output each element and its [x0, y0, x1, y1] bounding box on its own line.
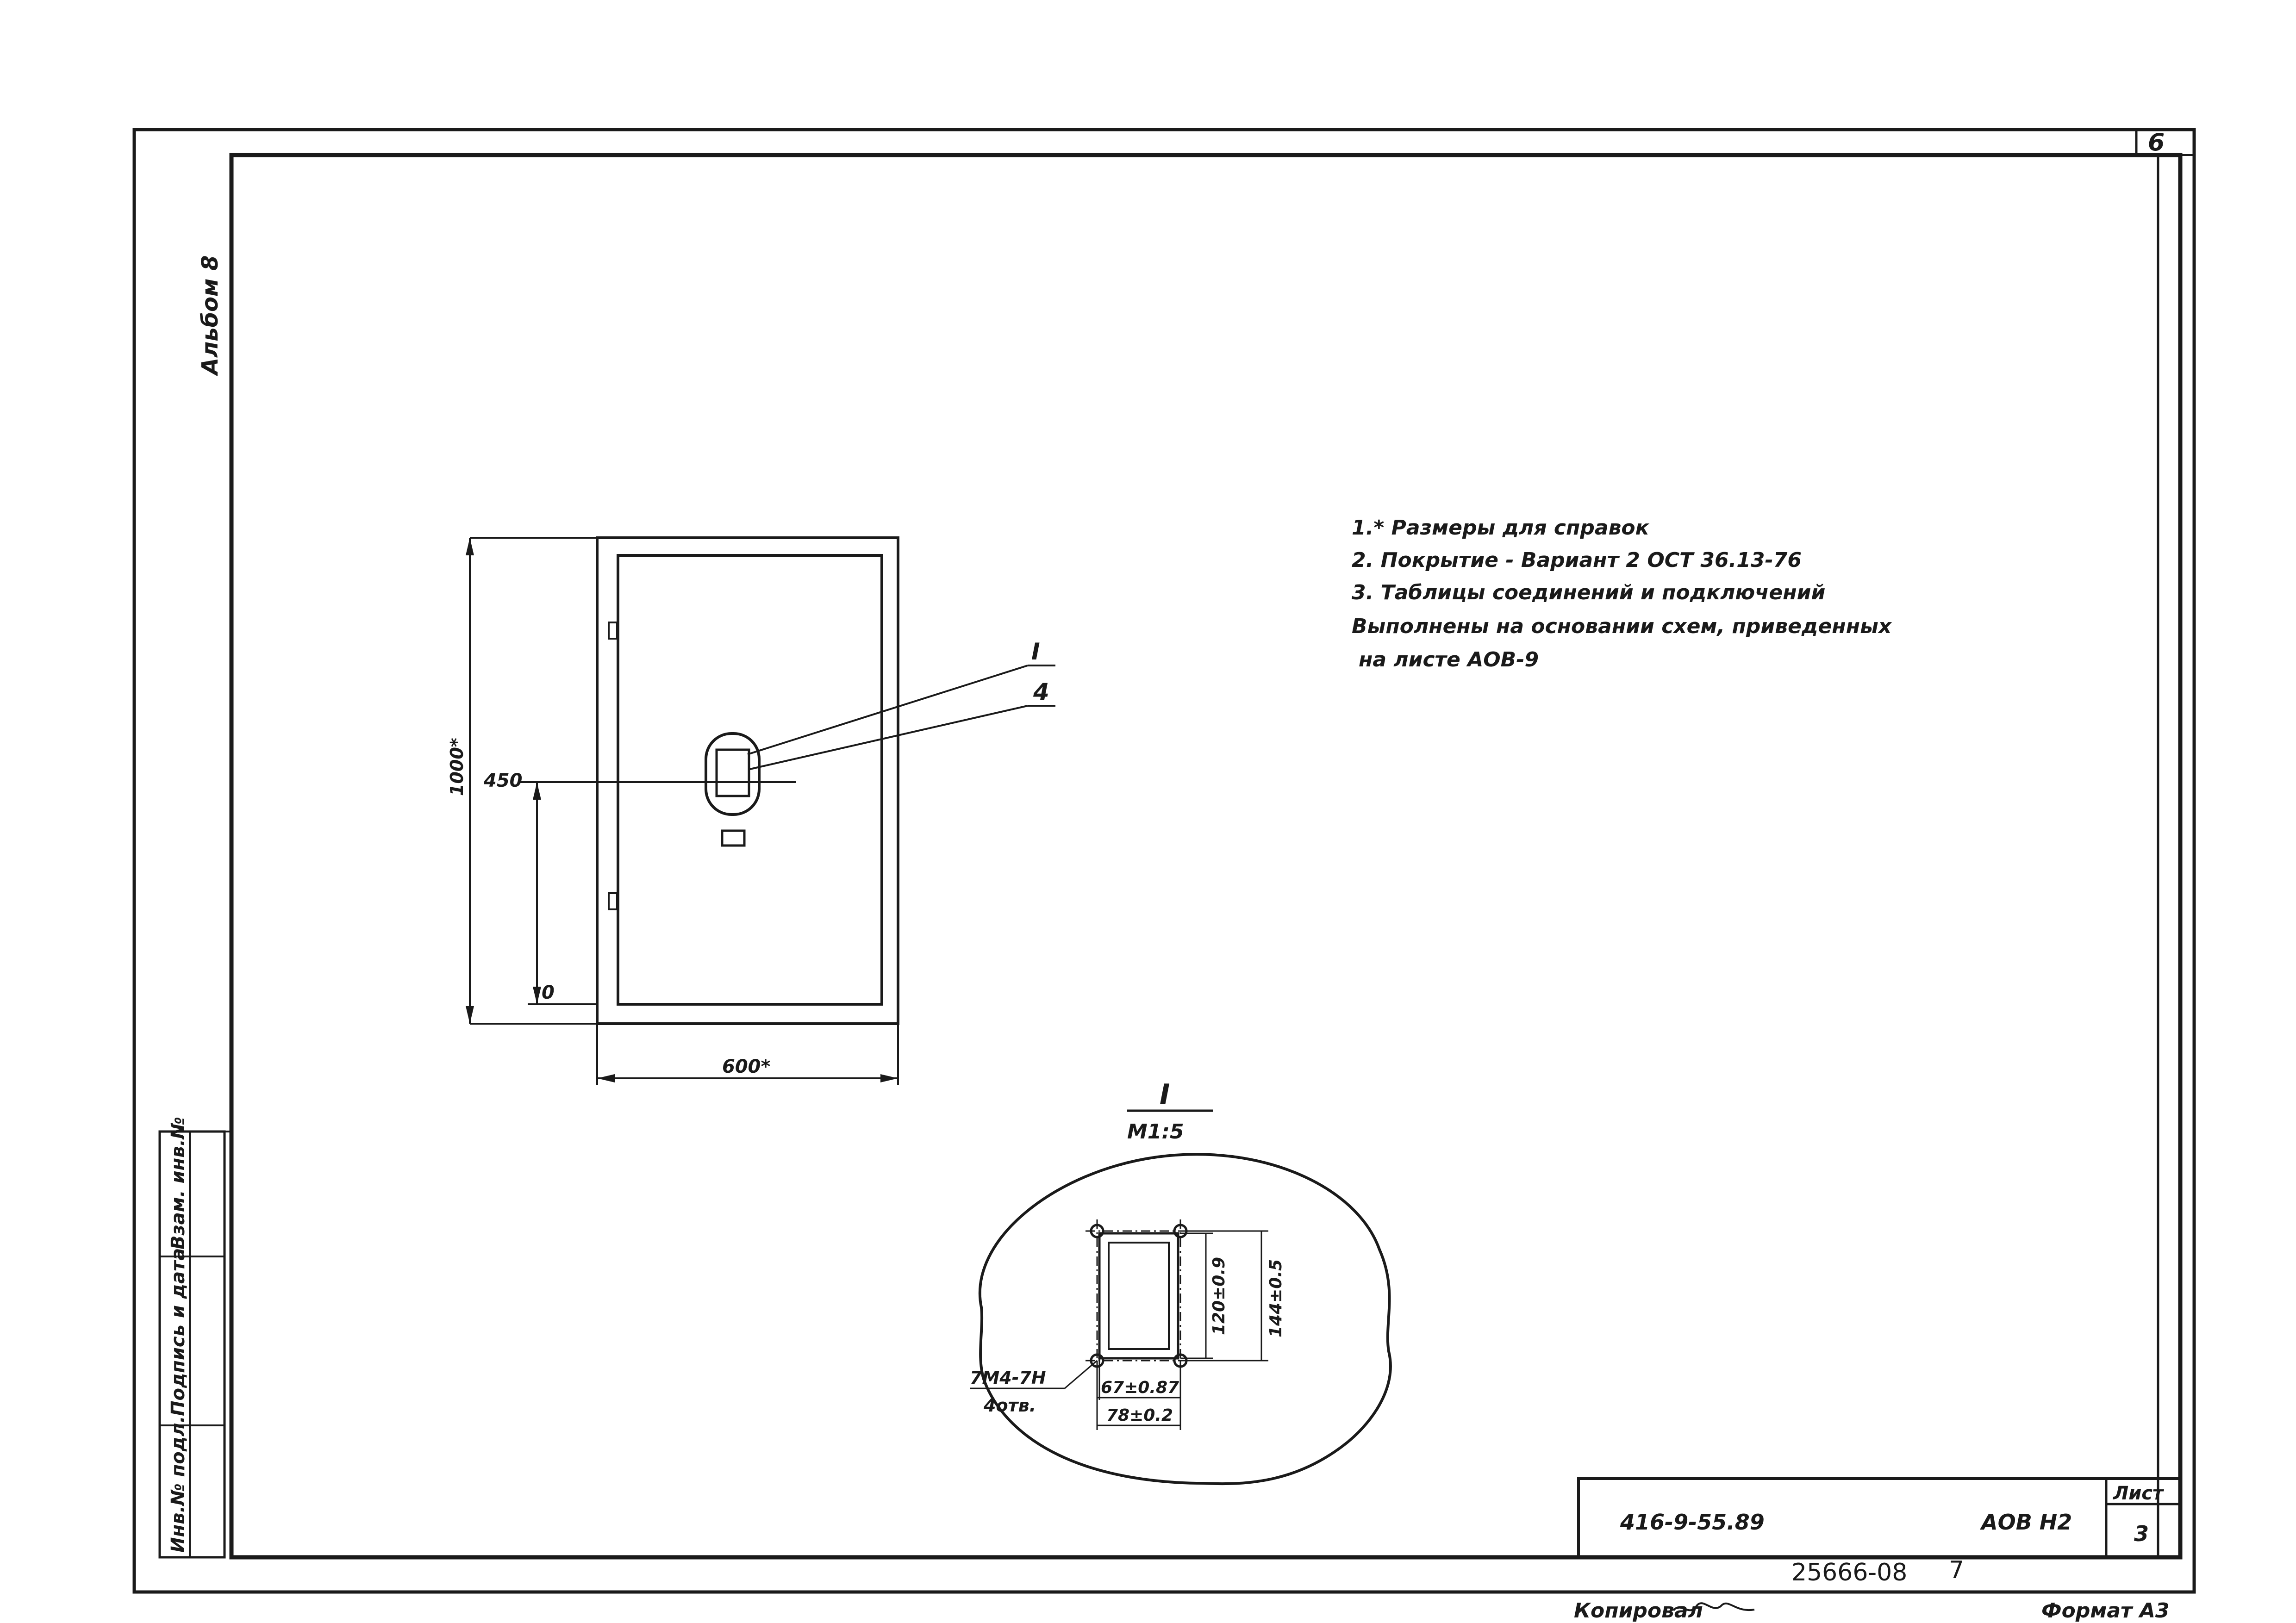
- drawing-id: АОВ Н2: [1980, 1510, 2072, 1535]
- detail-title: I: [1160, 1078, 1170, 1111]
- note-line-3: 3. Таблицы соединений и подключений: [1352, 581, 1825, 604]
- detail-scale: М1:5: [1127, 1120, 1184, 1144]
- sheet-frame: [132, 128, 2196, 1594]
- width-dimension-label: 600*: [722, 1056, 770, 1077]
- dim-outer-height: 144±0.5: [1267, 1259, 1285, 1337]
- callout-position-label: 4: [1033, 678, 1049, 705]
- copied-by: Копировал: [1574, 1599, 1703, 1623]
- note-line-2: 2. Покрытие - Вариант 2 ОСТ 36.13-76: [1352, 548, 1802, 572]
- detail-width-dimensions: [1096, 1358, 1181, 1430]
- document-code: 416-9-55.89: [1620, 1510, 1765, 1535]
- title-block: [1577, 1477, 2182, 1559]
- copied-by-signature: [1672, 1602, 1755, 1611]
- album-label: Альбом 8: [197, 255, 223, 377]
- stamp-sign-date: Подпись и дата: [168, 1248, 189, 1416]
- stamp-replaces: Взам. инв.№: [168, 1117, 189, 1250]
- format-label: Формат А3: [2041, 1599, 2170, 1623]
- detail-outline: [978, 1153, 1392, 1486]
- mounting-hole-icons: [1090, 1224, 1188, 1368]
- hole-count: 4отв.: [983, 1395, 1036, 1416]
- sheet-number: 3: [2134, 1521, 2149, 1546]
- callout-leaders: [747, 665, 1055, 770]
- stamp-inv-no: Инв.№ подл.: [168, 1416, 189, 1553]
- notes: 1.* Размеры для справок 2. Покрытие - Ва…: [1352, 516, 1892, 672]
- detail-height-dimensions: [1180, 1230, 1268, 1362]
- callout-detail-label: I: [1031, 638, 1040, 665]
- base-dimension-label: 0: [542, 982, 555, 1003]
- front-view: [542, 536, 899, 1025]
- note-line-5: на листе АОВ-9: [1359, 648, 1539, 672]
- elevation-dimension: [518, 781, 597, 1005]
- note-line-4: Выполнены на основании схем, приведенных: [1352, 615, 1892, 638]
- height-dimension: [466, 537, 597, 1025]
- dim-inner-height: 120±0.9: [1210, 1257, 1229, 1335]
- detail-window: [1086, 1219, 1192, 1374]
- dim-inner-width: 67±0.87: [1101, 1378, 1179, 1397]
- archive-sheet: 7: [1949, 1556, 1964, 1584]
- note-line-1: 1.* Размеры для справок: [1352, 516, 1650, 540]
- dim-outer-width: 78±0.2: [1106, 1406, 1173, 1425]
- height-dimension-label: 1000*: [447, 738, 467, 796]
- sheet-label: Лист: [2113, 1483, 2165, 1504]
- elevation-dimension-label: 450: [483, 770, 523, 791]
- archive-number: 25666-08: [1791, 1559, 1907, 1586]
- hole-spec: 7М4-7Н: [970, 1368, 1046, 1388]
- side-stamp: [158, 1130, 231, 1559]
- width-dimension: [596, 1024, 899, 1085]
- sheet-page-number: 6: [2148, 129, 2165, 156]
